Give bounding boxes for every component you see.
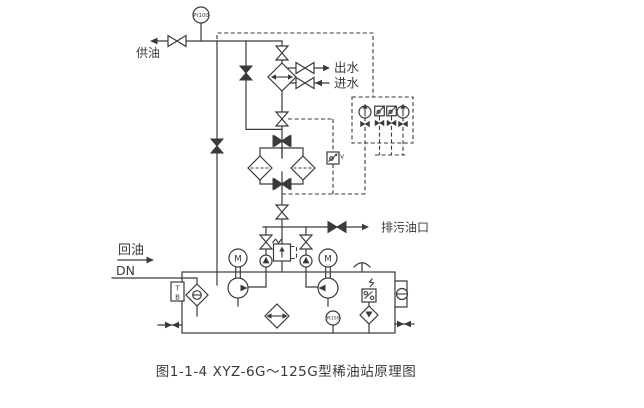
thermometer-icon	[170, 281, 185, 302]
oil-tank	[181, 271, 396, 334]
supply-arrow-icon	[150, 37, 158, 45]
tank-drain-left-icon	[165, 321, 179, 329]
gauge-valve-3-icon	[386, 120, 397, 126]
water-out-arrow-icon	[323, 64, 330, 72]
shutoff-valve-icon	[210, 138, 224, 154]
filter-top-valve-icon	[275, 111, 289, 127]
panel-box	[351, 96, 414, 144]
figure-caption: 图1-1-4 XYZ-6G～125G型稀油站原理图	[156, 364, 416, 380]
motor-right-label: M	[324, 254, 332, 264]
motor-right-icon	[318, 248, 338, 268]
drain-arrow-icon	[362, 223, 369, 231]
cooler-inlet-valve-icon	[275, 45, 289, 61]
dp-indicator-label: v	[340, 153, 344, 161]
return-oil-label: 回油	[118, 243, 144, 258]
pump-left-icon	[227, 277, 249, 299]
pump-right-valve-icon	[299, 234, 313, 250]
water-out-valve-icon	[295, 61, 315, 75]
instrument-panel	[351, 96, 414, 144]
bypass-valve-icon	[239, 65, 253, 81]
water-in-valve-icon	[295, 76, 315, 90]
filter-left-icon	[247, 155, 273, 181]
tank-drain-right-icon	[397, 320, 411, 328]
pump-section: M M	[227, 234, 339, 299]
cooler-section: 出水 进水	[267, 45, 360, 92]
motor-left-label: M	[234, 254, 242, 264]
pt100-gauge-top	[192, 6, 210, 24]
return-arrow-icon	[146, 256, 154, 264]
level-switch-icon	[361, 288, 377, 303]
thermometer-t-label: T	[174, 285, 180, 293]
drain-line: 排污油口	[327, 221, 429, 235]
gauge-valve-2-icon	[374, 120, 385, 126]
pump-header-valve-icon	[275, 204, 289, 220]
supply-oil-label: 供油	[136, 46, 160, 60]
pipework	[111, 22, 415, 334]
drain-valve-icon	[327, 221, 347, 233]
supply-valve-icon	[167, 34, 187, 48]
thermometer-b-label: B	[175, 294, 180, 302]
filter-right-icon	[290, 155, 316, 181]
pt100-tank-label: Pt100	[327, 316, 340, 322]
filter-section: v	[247, 111, 344, 220]
signal-lines	[216, 32, 405, 195]
return-size-label: DN	[116, 263, 135, 278]
pump-right-icon	[317, 277, 339, 299]
water-out-label: 出水	[334, 60, 360, 75]
water-in-label: 进水	[334, 76, 360, 91]
tank-section: 回油 DN T B Pt100	[116, 243, 411, 334]
pt100-gauge-tank	[325, 310, 341, 326]
gauge-valve-1-icon	[360, 121, 370, 127]
motor-left-icon	[228, 248, 248, 268]
pt100-top-label: Pt100	[193, 13, 209, 19]
pump-left-valve-icon	[259, 234, 273, 250]
drain-port-label: 排污油口	[381, 221, 429, 235]
level-signal-arrow-icon	[368, 278, 375, 288]
water-in-arrow-icon	[315, 79, 322, 87]
gauge-valve-4-icon	[398, 121, 408, 127]
supply-section: Pt100	[150, 6, 210, 48]
